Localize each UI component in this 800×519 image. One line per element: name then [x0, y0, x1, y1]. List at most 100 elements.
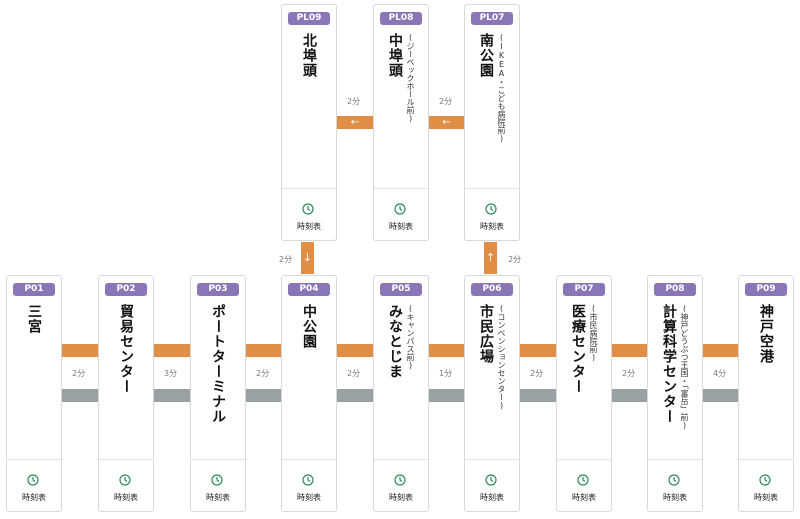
timetable-label: 時刻表	[663, 493, 687, 502]
timetable-link[interactable]: 時刻表	[374, 459, 428, 512]
station-name-group: 貿易センター	[99, 304, 153, 394]
station-name: みなとじま	[387, 304, 403, 379]
timetable-label: 時刻表	[572, 493, 596, 502]
station-card-p01[interactable]: P01 三宮時刻表	[6, 275, 62, 512]
station-name-group: 計算科学センター(神戸どうぶつ王国・「富岳」前)	[648, 304, 702, 430]
line-gray-segment	[612, 389, 647, 402]
station-code-badge: PL07	[471, 12, 513, 25]
line-orange-vertical-up: ↑	[484, 242, 497, 274]
timetable-label: 時刻表	[297, 222, 321, 231]
timetable-label: 時刻表	[22, 493, 46, 502]
station-name-group: 中公園	[282, 304, 336, 349]
clock-icon	[759, 474, 771, 486]
line-orange-segment	[62, 344, 98, 357]
station-code-badge: P04	[288, 283, 330, 296]
station-name: 医療センター	[570, 304, 586, 394]
timetable-link[interactable]: 時刻表	[465, 188, 519, 241]
station-card-p06[interactable]: P06 市民広場(コンベンションセンター) 時刻表	[464, 275, 520, 512]
clock-icon	[485, 203, 497, 215]
travel-time: 2分	[279, 255, 293, 264]
line-gray-segment	[62, 389, 98, 402]
station-name-group: 市民広場(コンベンションセンター)	[465, 304, 519, 410]
station-card-p09[interactable]: P09 神戸空港時刻表	[738, 275, 794, 512]
station-name-group: 医療センター(市民病院前)	[557, 304, 611, 394]
travel-time: 2分	[622, 369, 636, 378]
station-name-group: 中埠頭(ジーベックホール前)	[374, 33, 428, 123]
timetable-label: 時刻表	[114, 493, 138, 502]
clock-icon	[27, 474, 39, 486]
station-name: 貿易センター	[118, 304, 134, 394]
timetable-link[interactable]: 時刻表	[557, 459, 611, 512]
station-card-p04[interactable]: P04 中公園時刻表	[281, 275, 337, 512]
station-name: 計算科学センター	[661, 304, 677, 424]
line-orange-segment	[154, 344, 190, 357]
station-card-p08[interactable]: P08 計算科学センター(神戸どうぶつ王国・「富岳」前) 時刻表	[647, 275, 703, 512]
station-name: 市民広場	[478, 304, 494, 364]
clock-icon	[577, 474, 589, 486]
timetable-label: 時刻表	[389, 493, 413, 502]
timetable-link[interactable]: 時刻表	[7, 459, 61, 512]
line-gray-segment	[520, 389, 556, 402]
station-code-badge: P08	[654, 283, 696, 296]
timetable-link[interactable]: 時刻表	[282, 459, 336, 512]
station-name: 神戸空港	[758, 304, 774, 364]
clock-icon	[119, 474, 131, 486]
station-name-group: 南公園(IKEA・こども病院前)	[465, 33, 519, 143]
station-code-badge: P05	[380, 283, 422, 296]
travel-time: 1分	[439, 369, 453, 378]
line-orange-segment	[520, 344, 556, 357]
travel-time: 2分	[72, 369, 86, 378]
station-name: ポートターミナル	[210, 304, 226, 424]
timetable-label: 時刻表	[206, 493, 230, 502]
line-gray-segment	[429, 389, 464, 402]
clock-icon	[394, 203, 406, 215]
travel-time: 2分	[439, 97, 453, 106]
station-name-group: 三宮	[7, 304, 61, 334]
line-gray-segment	[246, 389, 281, 402]
station-card-p05[interactable]: P05 みなとじま(キャンパス前) 時刻表	[373, 275, 429, 512]
travel-time: 2分	[347, 369, 361, 378]
clock-icon	[485, 474, 497, 486]
travel-time: 2分	[530, 369, 544, 378]
timetable-link[interactable]: 時刻表	[282, 188, 336, 241]
line-gray-segment	[703, 389, 738, 402]
station-code-badge: PL08	[380, 12, 422, 25]
timetable-link[interactable]: 時刻表	[739, 459, 793, 512]
timetable-label: 時刻表	[480, 222, 504, 231]
station-card-pl07[interactable]: PL07 南公園(IKEA・こども病院前) 時刻表	[464, 4, 520, 241]
line-gray-segment	[337, 389, 373, 402]
station-code-badge: P09	[745, 283, 787, 296]
station-subname: (ジーベックホール前)	[406, 33, 415, 123]
station-subname: (キャンパス前)	[406, 304, 415, 370]
travel-time: 2分	[508, 255, 522, 264]
line-orange-segment	[246, 344, 281, 357]
clock-icon	[211, 474, 223, 486]
travel-time: 3分	[164, 369, 178, 378]
station-name-group: みなとじま(キャンパス前)	[374, 304, 428, 379]
station-subname: (神戸どうぶつ王国・「富岳」前)	[680, 304, 689, 430]
station-name: 南公園	[478, 33, 494, 78]
timetable-link[interactable]: 時刻表	[648, 459, 702, 512]
station-name: 中埠頭	[387, 33, 403, 78]
clock-icon	[302, 203, 314, 215]
station-card-pl08[interactable]: PL08 中埠頭(ジーベックホール前) 時刻表	[373, 4, 429, 241]
timetable-link[interactable]: 時刻表	[374, 188, 428, 241]
line-orange-segment: ←	[337, 116, 373, 129]
clock-icon	[302, 474, 314, 486]
station-name-group: 神戸空港	[739, 304, 793, 364]
station-code-badge: P01	[13, 283, 55, 296]
station-code-badge: P06	[471, 283, 513, 296]
travel-time: 2分	[256, 369, 270, 378]
travel-time: 4分	[713, 369, 727, 378]
line-orange-segment	[429, 344, 464, 357]
timetable-link[interactable]: 時刻表	[465, 459, 519, 512]
timetable-link[interactable]: 時刻表	[191, 459, 245, 512]
station-name: 三宮	[26, 304, 42, 334]
line-orange-segment	[703, 344, 738, 357]
line-orange-segment: ←	[429, 116, 464, 129]
timetable-link[interactable]: 時刻表	[99, 459, 153, 512]
